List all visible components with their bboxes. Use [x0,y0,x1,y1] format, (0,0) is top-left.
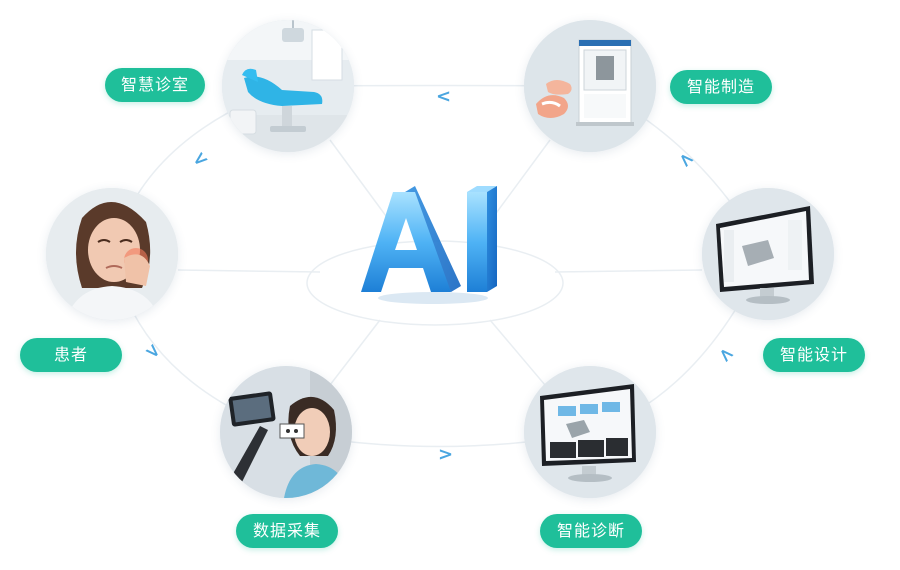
ai-logo [361,186,497,304]
dental-chair-icon [222,20,354,152]
pill-data-collection: 数据采集 [236,514,338,548]
node-smart-clinic [222,20,354,152]
spoke-design [554,269,703,273]
face-scan-icon [220,366,352,498]
spoke-data [329,319,381,386]
spoke-diagnosis [489,319,546,386]
chevron-left-icon: < [436,86,452,107]
monitor-design-icon [702,188,834,320]
pill-smart-manufacturing: 智能制造 [670,70,772,104]
milling-machine-icon [524,20,656,152]
pill-smart-clinic: 智慧诊室 [105,68,205,102]
node-smart-manufacturing [524,20,656,152]
spoke-patient [177,269,321,273]
pill-smart-design: 智能设计 [763,338,865,372]
pill-patient: 患者 [20,338,122,372]
monitor-diagnosis-icon [524,366,656,498]
patient-toothache-icon [46,188,178,320]
node-smart-design [702,188,834,320]
node-smart-diagnosis [524,366,656,498]
node-data-collection [220,366,352,498]
node-patient [46,188,178,320]
pill-smart-diagnosis: 智能诊断 [540,514,642,548]
chevron-right-icon: > [438,444,454,465]
